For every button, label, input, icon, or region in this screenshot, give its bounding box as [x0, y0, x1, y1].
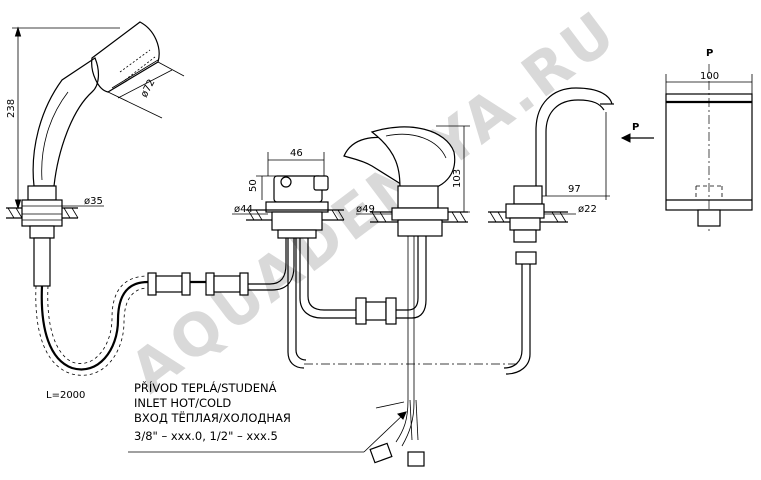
dim-valve-height: 50: [248, 179, 259, 192]
side-view-p: [665, 64, 753, 232]
dim-side-view-width: 100: [700, 71, 719, 82]
shower-hose: [35, 272, 249, 376]
inlet-note: PŘÍVOD TEPLÁ/STUDENÁ INLET HOT/COLD ВХОД…: [128, 380, 407, 453]
inlet-note-line3: ВХОД ТЁПЛАЯ/ХОЛОДНАЯ: [134, 410, 291, 425]
hand-shower: [6, 21, 185, 287]
inlet-note-line2: INLET HOT/COLD: [134, 396, 231, 410]
dim-mixer-height: 103: [452, 169, 463, 188]
dim-shower-height: 238: [6, 99, 17, 118]
dim-spout-base-dia: ø22: [578, 204, 597, 215]
dim-spout-reach: 97: [568, 184, 581, 195]
dim-shower-head-dia: ø72: [139, 78, 158, 100]
inlet-note-line4: 3/8" – xxx.0, 1/2" – xxx.5: [134, 429, 278, 443]
dim-valve-base-dia: ø44: [234, 204, 253, 215]
dim-hose-length: L=2000: [46, 390, 85, 401]
spout: [488, 87, 654, 375]
diverter-valve: [232, 152, 520, 369]
view-label-p: P: [706, 48, 713, 59]
dim-mixer-base-dia: ø49: [356, 204, 375, 215]
mixer: [343, 125, 470, 467]
dim-shower-base-dia: ø35: [84, 196, 103, 207]
dim-valve-width: 46: [290, 148, 303, 159]
inlet-note-line1: PŘÍVOD TEPLÁ/STUDENÁ: [134, 380, 277, 395]
direction-label-p: P: [632, 122, 639, 133]
